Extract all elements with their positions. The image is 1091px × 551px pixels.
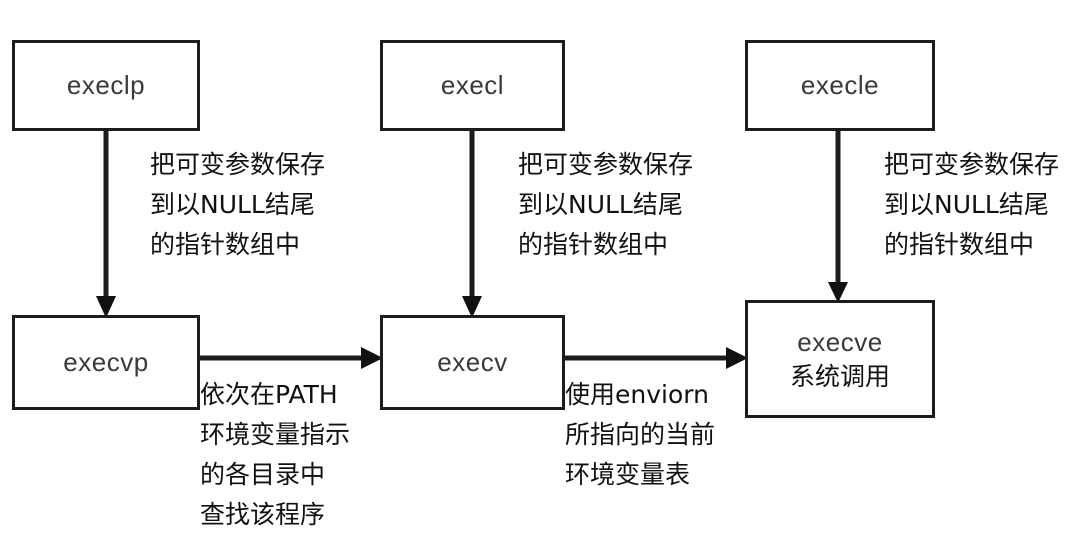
node-execvp[interactable]: execvp <box>12 315 200 410</box>
node-execv[interactable]: execv <box>380 315 565 410</box>
annotation-execlp-to-execvp: 把可变参数保存 到以NULL结尾 的指针数组中 <box>150 145 325 265</box>
annotation-line: 的指针数组中 <box>150 230 301 259</box>
annotation-line: 依次在PATH <box>200 380 338 409</box>
node-execlp-label: execlp <box>66 70 146 101</box>
annotation-line: 查找该程序 <box>200 500 326 529</box>
annotation-line: 的各目录中 <box>200 460 326 489</box>
annotation-execv-to-execve: 使用enviorn 所指向的当前 环境变量表 <box>565 375 715 495</box>
annotation-line: 把可变参数保存 <box>150 150 326 179</box>
node-execle[interactable]: execle <box>745 40 935 131</box>
node-execlp[interactable]: execlp <box>12 40 200 131</box>
annotation-execvp-to-execv: 依次在PATH 环境变量指示 的各目录中 查找该程序 <box>200 375 350 535</box>
annotation-execle-to-execve: 把可变参数保存 到以NULL结尾 的指针数组中 <box>884 145 1059 265</box>
node-execl[interactable]: execl <box>380 40 565 131</box>
annotation-line: 把可变参数保存 <box>518 150 694 179</box>
annotation-line: 环境变量表 <box>565 460 691 489</box>
edge-execle-to-execve <box>828 131 848 303</box>
annotation-line: 的指针数组中 <box>884 230 1035 259</box>
edge-execv-to-execve <box>565 347 748 369</box>
annotation-line: 的指针数组中 <box>518 230 669 259</box>
annotation-line: 到以NULL结尾 <box>884 190 1049 219</box>
annotation-execl-to-execv: 把可变参数保存 到以NULL结尾 的指针数组中 <box>518 145 693 265</box>
annotation-line: 把可变参数保存 <box>884 150 1060 179</box>
edge-execlp-to-execvp <box>96 131 116 318</box>
node-execve-label: execve <box>797 327 883 358</box>
node-execle-label: execle <box>800 70 880 101</box>
annotation-line: 到以NULL结尾 <box>518 190 683 219</box>
node-execv-label: execv <box>437 347 508 378</box>
edge-execvp-to-execv <box>200 347 383 369</box>
annotation-line: 到以NULL结尾 <box>150 190 315 219</box>
annotation-line: 环境变量指示 <box>200 420 351 449</box>
node-execve-sublabel: 系统调用 <box>789 361 890 391</box>
node-execvp-label: execvp <box>63 347 149 378</box>
annotation-line: 所指向的当前 <box>565 420 716 449</box>
annotation-line: 使用enviorn <box>565 380 709 409</box>
node-execve[interactable]: execve 系统调用 <box>745 300 935 418</box>
node-execl-label: execl <box>440 70 505 101</box>
edge-execl-to-execv <box>462 131 482 318</box>
